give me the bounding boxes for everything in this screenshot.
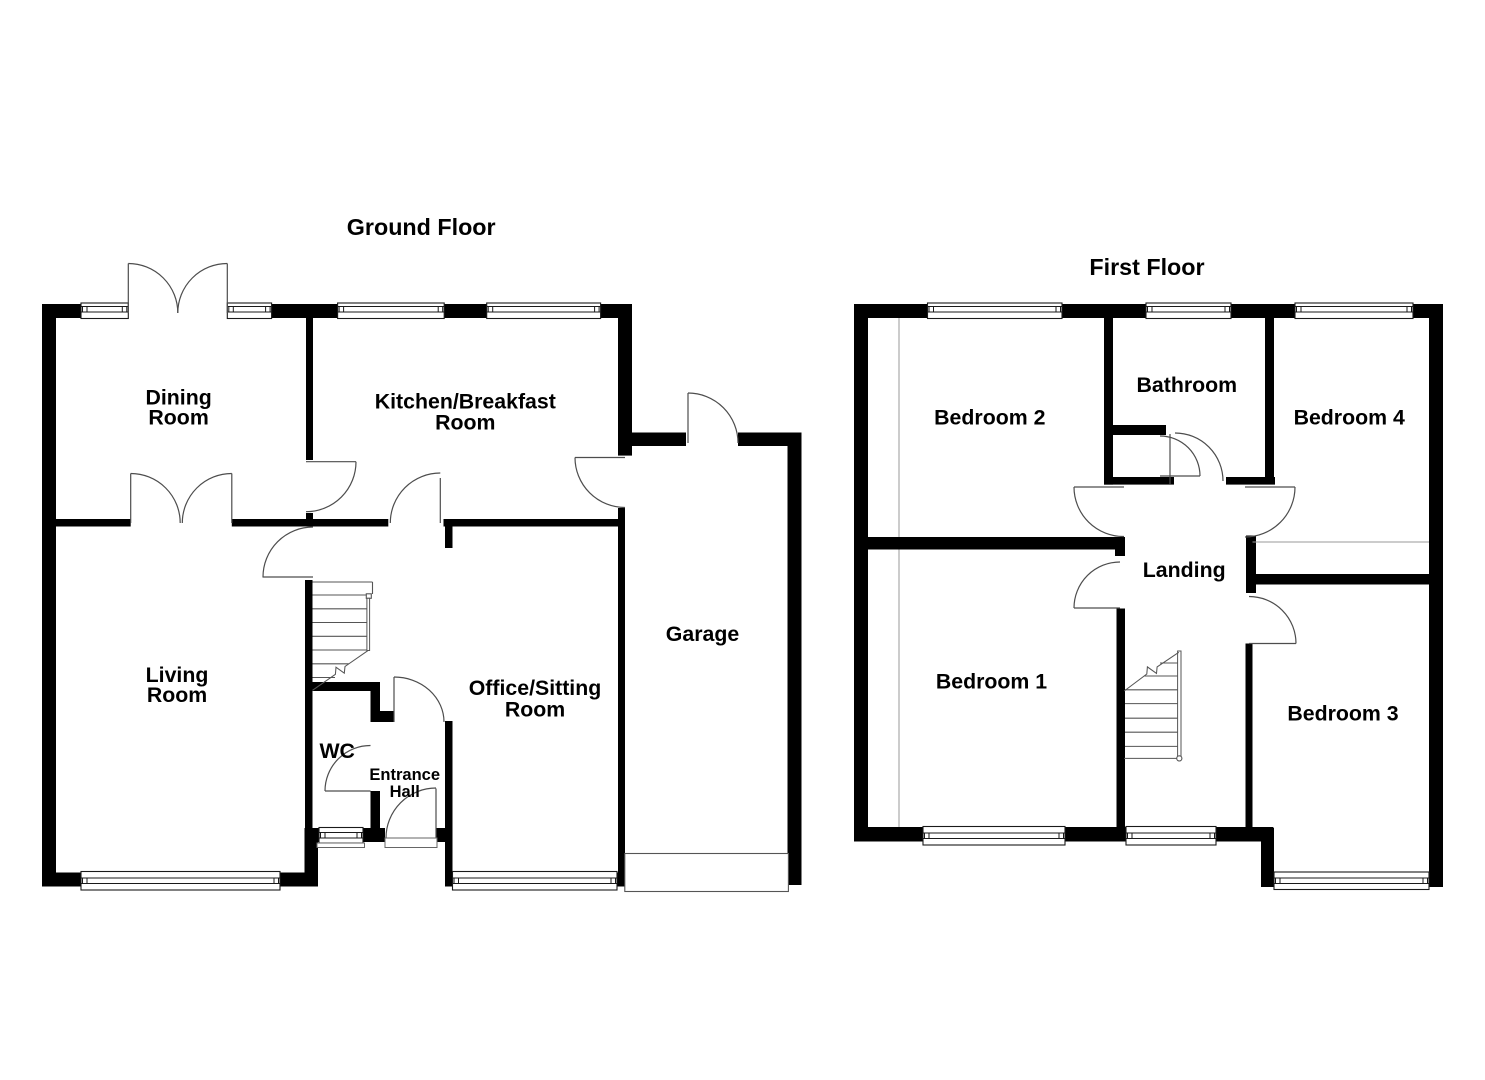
svg-text:Landing: Landing <box>1143 558 1226 582</box>
svg-text:Dining: Dining <box>145 385 211 409</box>
svg-text:Hall: Hall <box>390 783 420 801</box>
svg-text:Bedroom 3: Bedroom 3 <box>1287 702 1398 726</box>
svg-text:Bedroom 4: Bedroom 4 <box>1294 406 1405 430</box>
svg-text:Room: Room <box>505 697 565 721</box>
svg-text:Room: Room <box>435 410 495 434</box>
svg-text:Living: Living <box>146 663 209 687</box>
svg-text:Room: Room <box>147 683 207 707</box>
svg-text:Bedroom 2: Bedroom 2 <box>934 406 1045 430</box>
svg-text:Kitchen/Breakfast: Kitchen/Breakfast <box>375 390 556 414</box>
svg-text:Bedroom 1: Bedroom 1 <box>936 669 1047 693</box>
svg-text:Ground Floor: Ground Floor <box>347 214 496 240</box>
svg-text:Entrance: Entrance <box>369 766 440 784</box>
svg-text:Bathroom: Bathroom <box>1137 373 1238 397</box>
svg-text:First Floor: First Floor <box>1089 254 1204 280</box>
svg-text:Garage: Garage <box>666 622 740 646</box>
svg-text:WC: WC <box>319 739 354 763</box>
svg-text:Room: Room <box>148 406 208 430</box>
svg-text:Office/Sitting: Office/Sitting <box>469 676 602 700</box>
